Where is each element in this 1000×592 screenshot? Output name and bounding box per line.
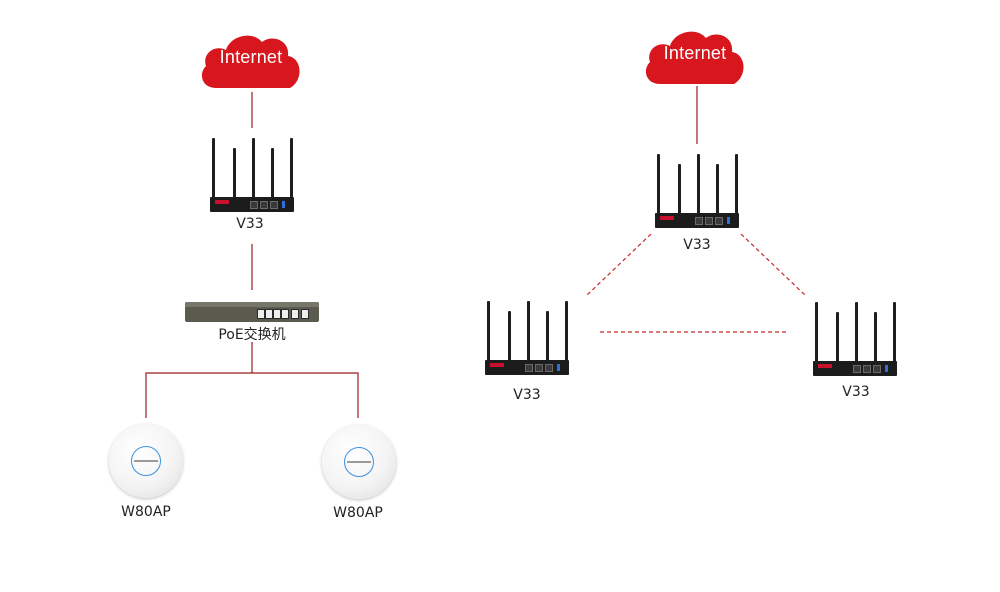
ceiling-ap-right-icon <box>322 425 396 499</box>
internet-cloud-right-icon: Internet <box>640 26 750 88</box>
router-top-icon <box>651 148 743 228</box>
ceiling-ap-left-icon <box>109 424 183 498</box>
router-right-icon <box>809 296 901 376</box>
gateway-router-icon <box>206 132 298 212</box>
router-right-label: V33 <box>842 384 870 400</box>
poe-switch-label: PoE交换机 <box>218 327 286 343</box>
internet-label: Internet <box>219 47 283 67</box>
router-left-icon <box>481 295 573 375</box>
mesh-link-top-right <box>740 233 807 297</box>
cloud-icon <box>201 35 300 88</box>
poe-switch-icon <box>185 302 319 322</box>
cloud-icon <box>645 31 744 84</box>
router-left-label: V33 <box>513 387 541 403</box>
router-top-label: V33 <box>683 237 711 253</box>
link-branch-aps <box>145 372 359 418</box>
gateway-label: V33 <box>236 216 264 232</box>
internet-right-label: Internet <box>663 43 727 63</box>
ap-right-label: W80AP <box>333 505 383 521</box>
mesh-link-top-left <box>585 233 652 297</box>
ap-left-label: W80AP <box>121 504 171 520</box>
internet-cloud-icon: Internet <box>196 30 306 92</box>
